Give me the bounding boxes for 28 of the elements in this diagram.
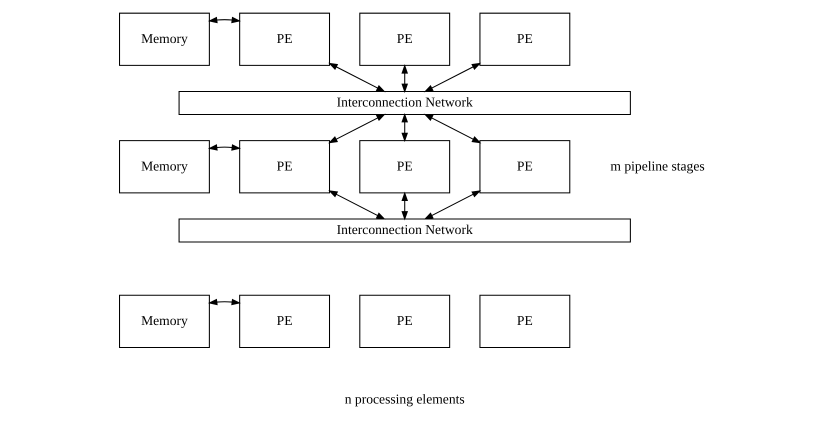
- node-box: PE: [479, 140, 570, 193]
- node-box: PE: [239, 294, 330, 348]
- arrow: [328, 62, 386, 92]
- arrow: [401, 64, 408, 93]
- node-box: Memory: [119, 12, 210, 66]
- arrow: [208, 16, 241, 23]
- node-box: PE: [239, 12, 330, 66]
- arrow: [208, 298, 241, 305]
- arrow: [424, 190, 482, 220]
- node-box: Memory: [119, 140, 210, 193]
- arrow: [208, 144, 241, 150]
- label: m pipeline stages: [610, 158, 705, 173]
- arrow: [424, 62, 482, 92]
- arrow: [424, 113, 482, 143]
- node-box: PE: [359, 140, 450, 193]
- arrow: [401, 191, 408, 220]
- node-box: PE: [479, 12, 570, 66]
- node-box: PE: [239, 140, 330, 193]
- label: n processing elements: [344, 390, 465, 406]
- node-box: PE: [479, 294, 570, 348]
- arrow: [328, 190, 386, 220]
- node-box: Interconnection Network: [178, 218, 631, 242]
- arrow: [401, 112, 408, 142]
- node-box: Memory: [119, 294, 210, 348]
- node-box: Interconnection Network: [178, 90, 631, 115]
- arrow: [328, 113, 386, 143]
- node-box: PE: [359, 12, 450, 66]
- node-box: PE: [359, 294, 450, 348]
